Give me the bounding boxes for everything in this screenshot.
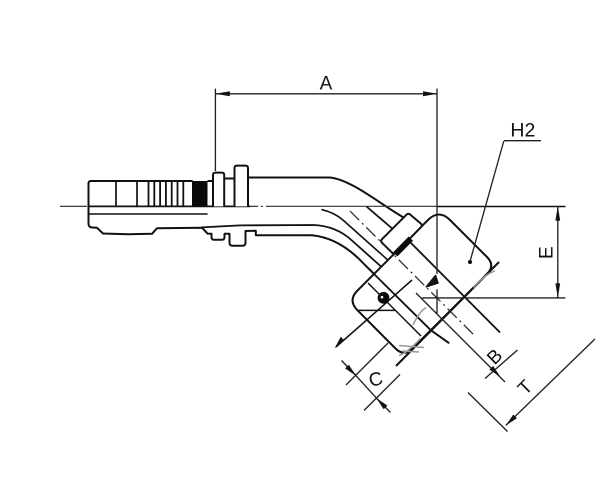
svg-text:H2: H2 xyxy=(510,120,535,142)
svg-text:C: C xyxy=(367,368,386,392)
svg-text:A: A xyxy=(320,73,333,94)
svg-text:E: E xyxy=(537,246,558,259)
